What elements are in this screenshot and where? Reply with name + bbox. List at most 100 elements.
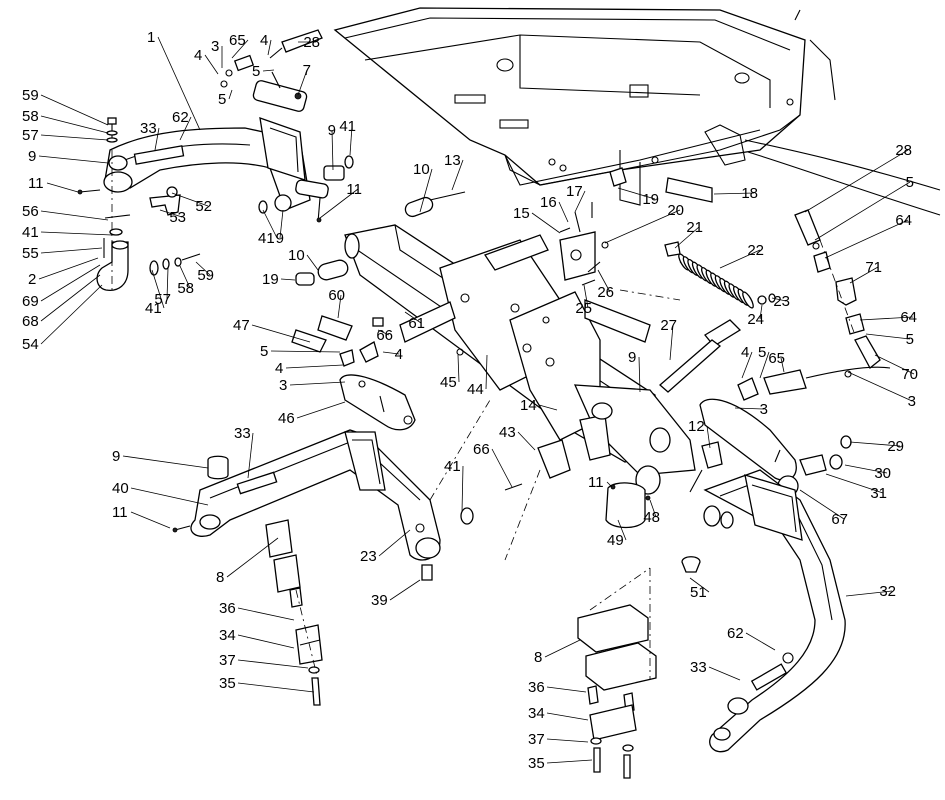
callout-leader <box>279 209 284 239</box>
callout-leader <box>713 192 755 195</box>
callout: 36 <box>528 679 587 696</box>
callout: 48 <box>643 499 660 526</box>
callout-leader <box>40 134 109 141</box>
callout-number: 52 <box>195 198 212 215</box>
callout-leader <box>331 129 334 171</box>
callout-leader <box>674 226 700 249</box>
callout-leader <box>689 577 710 593</box>
callout: 15 <box>513 205 561 234</box>
callout-leader <box>46 182 79 193</box>
callout-number: 9 <box>112 448 120 465</box>
callout: 70 <box>874 354 918 383</box>
callout: 5 <box>865 331 914 348</box>
callout-leader <box>799 489 845 520</box>
callout-number: 5 <box>906 331 914 348</box>
callout-number: 18 <box>741 185 758 202</box>
callout: 28 <box>298 34 320 51</box>
callout-leader <box>285 364 344 369</box>
callout-leader <box>319 188 359 219</box>
callout-number: 4 <box>194 47 202 64</box>
callout-number: 43 <box>499 424 516 441</box>
callout-number: 47 <box>233 317 250 334</box>
callout-leader <box>558 201 569 223</box>
callout-leader <box>247 432 254 479</box>
callout-leader <box>874 354 915 375</box>
callout-leader <box>531 212 561 234</box>
callout-number: 56 <box>22 203 39 220</box>
callout-leader <box>546 759 593 764</box>
callout-leader <box>814 181 911 241</box>
hydraulic-fittings-right <box>794 209 881 378</box>
callout-leader <box>237 682 315 693</box>
callout-leader <box>267 39 272 56</box>
callout-leader <box>546 738 589 743</box>
callout-number: 57 <box>154 291 171 308</box>
callout-leader <box>461 465 464 513</box>
callout: 4 <box>260 32 272 56</box>
callout-leader <box>638 356 641 393</box>
callout: 3 <box>211 38 223 68</box>
callout-leader <box>237 634 295 649</box>
callout-number: 5 <box>252 63 260 80</box>
callout-number: 17 <box>566 183 583 200</box>
callout-number: 2 <box>28 271 36 288</box>
callout: 28 <box>804 142 912 213</box>
callout-leader <box>251 324 311 343</box>
callout-number: 12 <box>688 418 705 435</box>
callout-leader <box>649 499 657 518</box>
callout-number: 14 <box>520 397 537 414</box>
callout-leader <box>491 448 513 488</box>
callout-number: 10 <box>413 161 430 178</box>
callout-leader <box>40 247 103 254</box>
callout: 64 <box>859 309 917 326</box>
callout: 67 <box>799 489 848 528</box>
callout-leader <box>122 455 209 469</box>
callout-number: 29 <box>887 438 904 455</box>
callout: 53 <box>159 209 186 226</box>
callout-leader <box>289 381 346 386</box>
callout-number: 11 <box>28 175 44 192</box>
callout-number: 9 <box>628 349 636 366</box>
callout: 71 <box>849 259 882 284</box>
callout-leader <box>597 269 611 293</box>
callout-leader <box>824 219 909 259</box>
callout: 8 <box>216 537 279 586</box>
callout-leader <box>228 89 233 100</box>
callout-leader <box>771 297 787 302</box>
callout: 29 <box>849 438 904 455</box>
callout: 58 <box>22 108 109 134</box>
callout-leader <box>296 401 346 419</box>
left-lift-arm <box>77 117 354 223</box>
callout: 20 <box>604 202 684 244</box>
callout-number: 34 <box>219 627 236 644</box>
callout-number: 15 <box>513 205 530 222</box>
callout-number: 62 <box>172 109 189 126</box>
callout-leader <box>780 357 785 373</box>
callout-leader <box>262 69 275 72</box>
callout: 3 <box>847 371 916 410</box>
callout-number: 22 <box>747 242 764 259</box>
callout-leader <box>544 639 581 658</box>
callout-number: 25 <box>575 300 592 317</box>
spring-coil <box>742 291 754 309</box>
callout-number: 68 <box>22 313 39 330</box>
callout: 10 <box>413 161 433 213</box>
callout-number: 41 <box>339 118 356 135</box>
right-hydraulic-cylinder <box>659 339 891 497</box>
callout: 68 <box>22 274 101 330</box>
callout-number: 65 <box>768 350 785 367</box>
callout-number: 53 <box>169 209 186 226</box>
callout: 41 <box>258 209 278 247</box>
callout-leader <box>583 284 589 309</box>
callout-leader <box>204 54 219 75</box>
callout-number: 5 <box>906 174 914 191</box>
callout: 47 <box>233 317 311 343</box>
callout-number: 40 <box>112 480 129 497</box>
callout: 51 <box>689 577 710 601</box>
callout-leader <box>669 324 674 361</box>
callout-number: 30 <box>874 465 891 482</box>
callout-leader <box>451 159 464 191</box>
callout-number: 36 <box>528 679 545 696</box>
callout-number: 19 <box>262 271 279 288</box>
callout: 52 <box>171 192 212 215</box>
